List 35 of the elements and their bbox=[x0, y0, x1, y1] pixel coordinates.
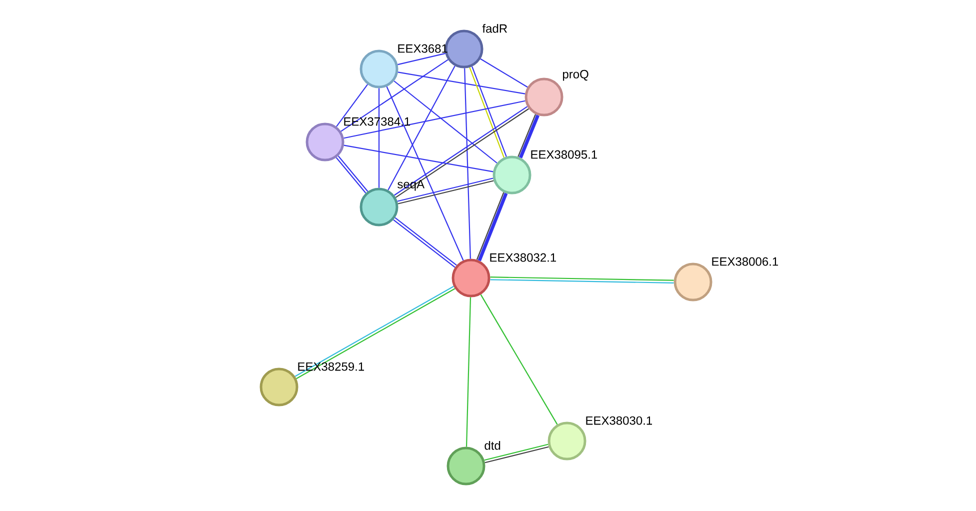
protein-node bbox=[492, 156, 532, 194]
interaction-line bbox=[518, 114, 536, 157]
node-label: EEX38095.1 bbox=[531, 150, 597, 159]
protein-node bbox=[548, 422, 586, 460]
protein-node bbox=[446, 446, 486, 486]
interaction-line bbox=[490, 279, 674, 284]
node-label: fadR bbox=[482, 24, 507, 33]
interaction-line bbox=[388, 66, 456, 190]
node-label: EEX38030.1 bbox=[586, 416, 652, 425]
interaction-line bbox=[398, 72, 526, 94]
interaction-line bbox=[344, 100, 526, 139]
node-label: EEX38006.1 bbox=[712, 257, 778, 266]
interaction-line bbox=[340, 59, 448, 132]
node-label: proQ bbox=[562, 70, 588, 81]
interaction-line bbox=[398, 52, 446, 66]
interaction-line bbox=[464, 68, 471, 259]
protein-node bbox=[674, 262, 712, 302]
interaction-line bbox=[518, 114, 540, 158]
interaction-line bbox=[480, 58, 528, 88]
protein-node bbox=[452, 258, 490, 298]
interaction-line bbox=[394, 80, 498, 164]
interaction-line bbox=[466, 297, 472, 447]
protein-node bbox=[360, 188, 398, 226]
interaction-line bbox=[378, 88, 380, 188]
protein-node bbox=[360, 50, 398, 88]
interaction-line bbox=[386, 86, 464, 261]
protein-node bbox=[306, 122, 344, 162]
protein-node bbox=[524, 78, 564, 116]
interaction-line bbox=[490, 276, 674, 281]
interaction-line bbox=[336, 84, 368, 127]
interaction-line bbox=[344, 144, 494, 172]
protein-node bbox=[260, 368, 298, 406]
node-label: EEX38032.1 bbox=[490, 253, 556, 262]
node-label: dtd bbox=[484, 441, 500, 450]
interaction-line bbox=[480, 294, 558, 425]
